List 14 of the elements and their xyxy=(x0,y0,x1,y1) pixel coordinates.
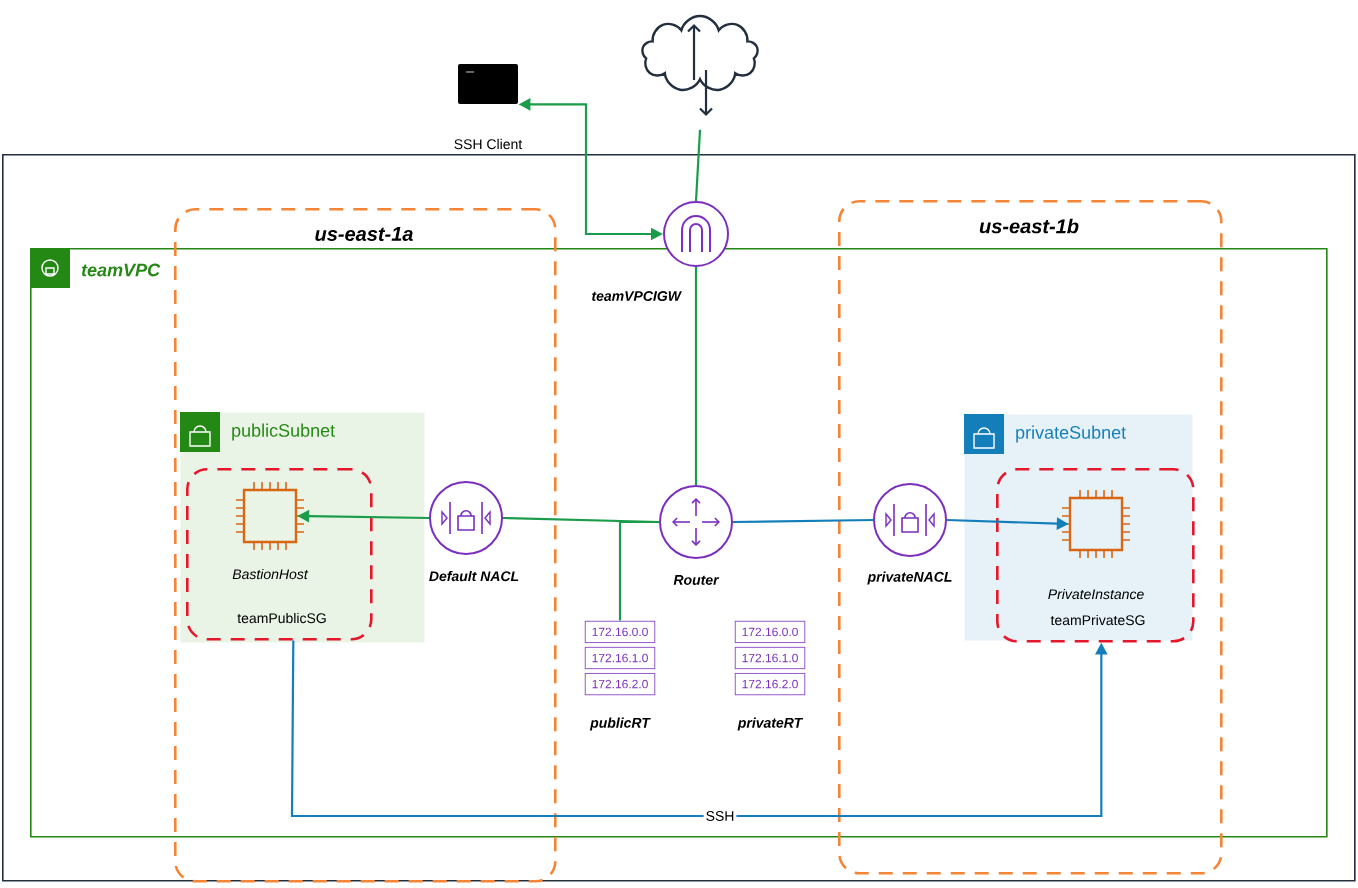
group-title: teamVPC xyxy=(81,263,161,277)
terminal-icon xyxy=(458,64,518,104)
nacl-icon xyxy=(429,481,503,555)
router-icon xyxy=(659,485,733,559)
chip-icon xyxy=(235,481,305,551)
gateway-icon xyxy=(663,201,729,267)
cloud-icon xyxy=(641,14,759,116)
group-frame xyxy=(2,154,1356,882)
subnet-title: publicSubnet xyxy=(232,423,335,441)
chip-icon xyxy=(1061,489,1131,559)
nacl-icon xyxy=(873,483,947,557)
zone-title: us-east-1a xyxy=(315,227,413,241)
zone-title: us-east-1b xyxy=(979,218,1079,234)
subnet-title: privateSubnet xyxy=(1016,425,1126,443)
